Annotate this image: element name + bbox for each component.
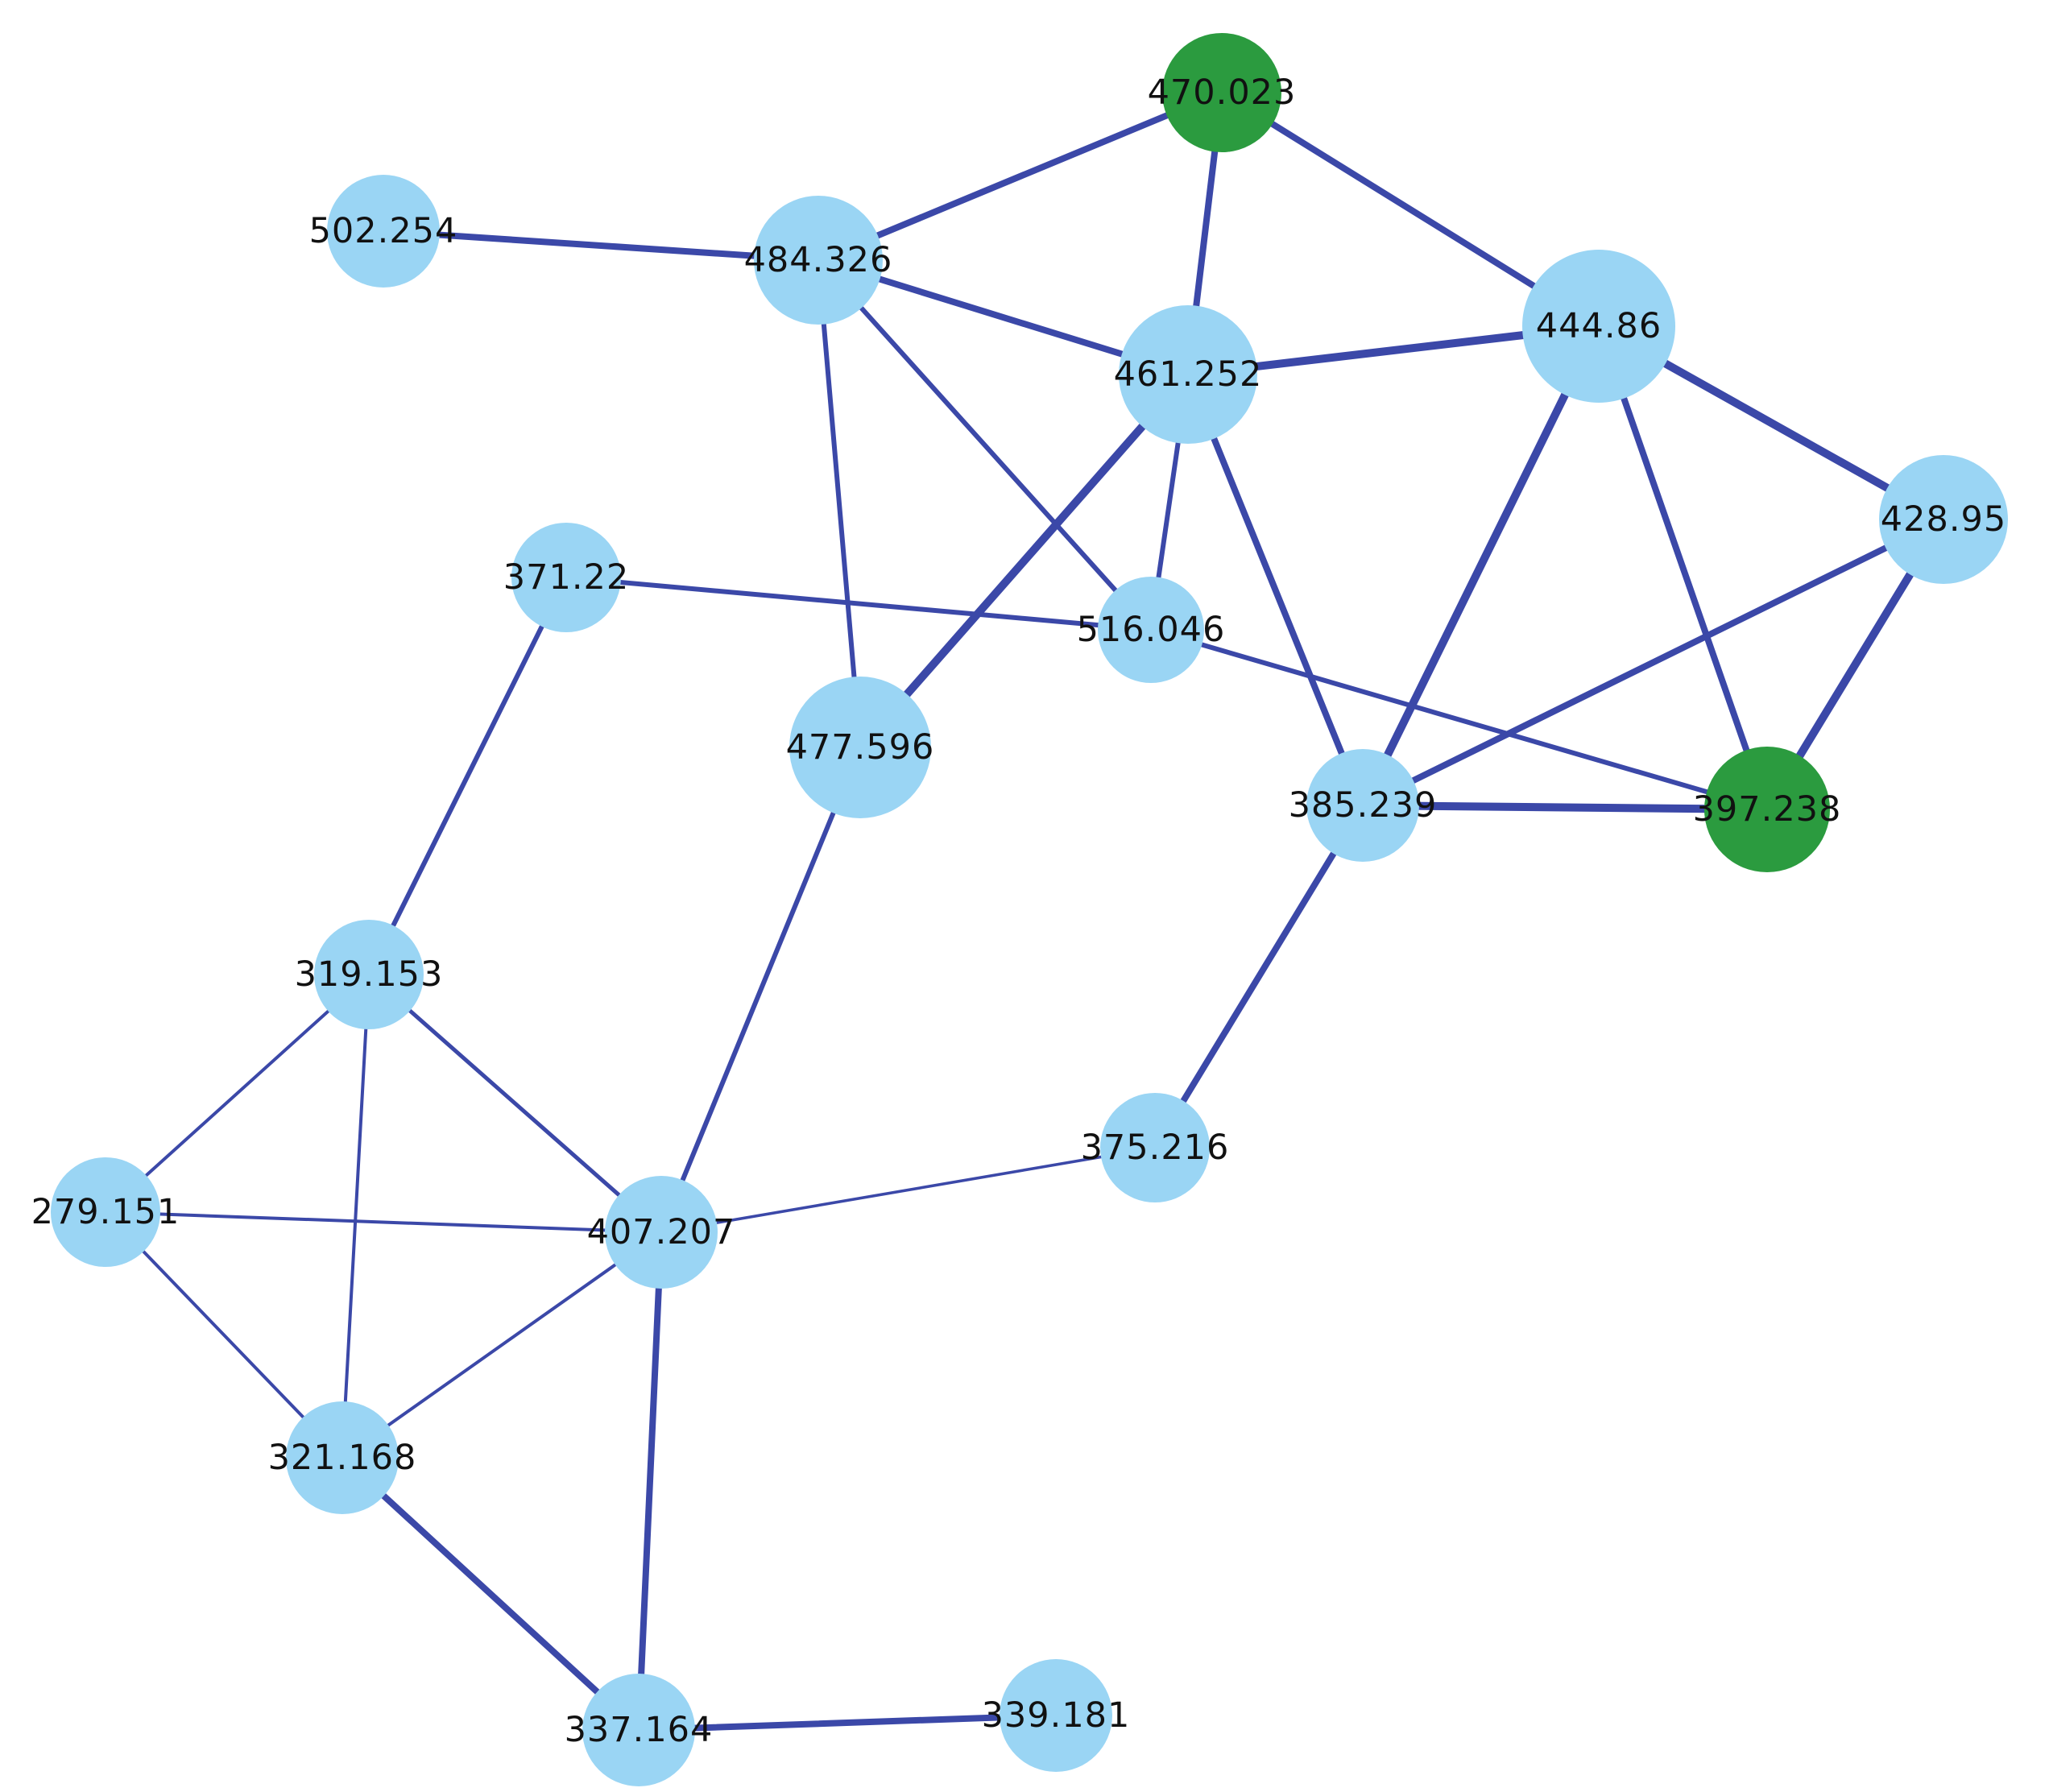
node-label: 339.181 bbox=[982, 1695, 1131, 1736]
node-428.95: 428.95 bbox=[1879, 455, 2008, 584]
node-circle bbox=[1100, 1093, 1210, 1202]
edge-319.153-321.168 bbox=[341, 973, 370, 1459]
node-circle bbox=[1879, 455, 2008, 584]
node-label: 470.023 bbox=[1148, 72, 1297, 113]
edge-279.151-407.207 bbox=[104, 1211, 663, 1234]
node-label: 337.164 bbox=[565, 1710, 714, 1750]
node-circle bbox=[789, 677, 931, 818]
node-516.046: 516.046 bbox=[1077, 577, 1226, 683]
node-circle bbox=[314, 920, 424, 1029]
node-502.254: 502.254 bbox=[309, 175, 458, 288]
node-circle bbox=[582, 1674, 695, 1786]
edge-407.207-375.216 bbox=[660, 1146, 1157, 1234]
node-label: 397.238 bbox=[1693, 789, 1842, 830]
node-circle bbox=[1704, 747, 1830, 872]
edge-337.164-339.181 bbox=[635, 1712, 1059, 1733]
node-label: 321.168 bbox=[268, 1438, 417, 1478]
edge-484.326-477.596 bbox=[816, 258, 863, 750]
node-label: 407.207 bbox=[587, 1212, 736, 1252]
edge-477.596-407.207 bbox=[659, 745, 863, 1235]
node-circle bbox=[511, 523, 621, 632]
node-461.252: 461.252 bbox=[1114, 305, 1263, 444]
edge-319.153-407.207 bbox=[366, 972, 664, 1235]
edge-461.252-385.239 bbox=[1185, 371, 1366, 809]
edge-371.22-516.046 bbox=[564, 575, 1153, 632]
edge-279.151-321.168 bbox=[104, 1211, 344, 1459]
node-circle bbox=[1306, 749, 1419, 862]
node-407.207: 407.207 bbox=[587, 1176, 736, 1289]
node-circle bbox=[1162, 33, 1281, 152]
node-label: 385.239 bbox=[1289, 785, 1438, 826]
node-circle bbox=[754, 196, 883, 325]
node-375.216: 375.216 bbox=[1081, 1093, 1230, 1202]
edge-407.207-321.168 bbox=[341, 1231, 663, 1459]
node-circle bbox=[605, 1176, 718, 1289]
node-circle bbox=[51, 1157, 160, 1267]
node-circle bbox=[1522, 250, 1675, 403]
edge-444.86-385.239 bbox=[1359, 322, 1603, 809]
node-319.153: 319.153 bbox=[295, 920, 444, 1029]
node-label: 502.254 bbox=[309, 211, 458, 251]
node-circle bbox=[1000, 1659, 1112, 1772]
edge-371.22-319.153 bbox=[366, 575, 569, 977]
node-label: 319.153 bbox=[295, 954, 444, 995]
node-321.168: 321.168 bbox=[268, 1401, 417, 1514]
node-circle bbox=[1098, 577, 1204, 683]
edge-484.326-516.046 bbox=[816, 258, 1153, 632]
node-444.86: 444.86 bbox=[1522, 250, 1675, 403]
node-label: 444.86 bbox=[1536, 306, 1662, 346]
node-477.596: 477.596 bbox=[786, 677, 935, 818]
node-label: 484.326 bbox=[744, 240, 893, 280]
node-470.023: 470.023 bbox=[1148, 33, 1297, 152]
edge-428.95-385.239 bbox=[1360, 516, 1947, 809]
edge-385.239-375.216 bbox=[1152, 802, 1366, 1151]
node-371.22: 371.22 bbox=[503, 523, 629, 632]
edge-385.239-397.238 bbox=[1359, 801, 1771, 813]
node-339.181: 339.181 bbox=[982, 1659, 1131, 1772]
edge-319.153-279.151 bbox=[104, 973, 370, 1214]
node-label: 371.22 bbox=[503, 557, 629, 598]
node-484.326: 484.326 bbox=[744, 196, 893, 325]
node-label: 375.216 bbox=[1081, 1128, 1230, 1168]
node-label: 279.151 bbox=[31, 1192, 180, 1232]
node-label: 477.596 bbox=[786, 727, 935, 768]
nodes-layer: 470.023 502.254 484.326 461.252 444.86 428.95… bbox=[31, 33, 2008, 1786]
edge-444.86-397.238 bbox=[1596, 323, 1770, 813]
node-label: 428.95 bbox=[1881, 499, 2006, 540]
node-label: 516.046 bbox=[1077, 610, 1226, 650]
node-397.238: 397.238 bbox=[1693, 747, 1842, 872]
edge-516.046-397.238 bbox=[1149, 627, 1770, 812]
node-label: 461.252 bbox=[1114, 354, 1263, 395]
node-337.164: 337.164 bbox=[565, 1674, 714, 1786]
edge-502.254-484.326 bbox=[380, 228, 822, 263]
node-circle bbox=[1119, 305, 1257, 444]
node-279.151: 279.151 bbox=[31, 1157, 180, 1267]
node-circle bbox=[286, 1401, 399, 1514]
edge-407.207-337.164 bbox=[635, 1229, 664, 1733]
edge-461.252-477.596 bbox=[856, 370, 1192, 751]
node-circle bbox=[327, 175, 440, 288]
edge-321.168-337.164 bbox=[339, 1455, 642, 1733]
edge-484.326-470.023 bbox=[815, 89, 1225, 263]
node-385.239: 385.239 bbox=[1289, 749, 1438, 862]
